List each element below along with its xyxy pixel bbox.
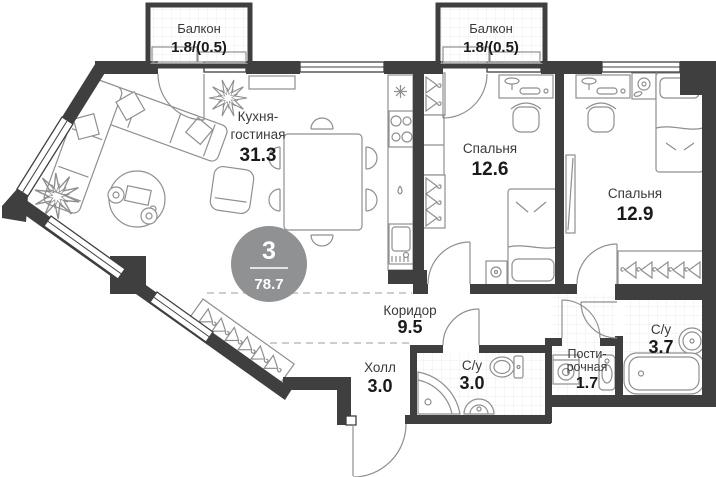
balcony-right	[435, 2, 548, 69]
bathroom-2-door	[580, 301, 618, 339]
nightstand	[485, 260, 508, 288]
bedroom-1-area: 12.6	[472, 159, 509, 180]
fridge-icon	[394, 85, 407, 98]
washing-machine-icon	[552, 354, 580, 385]
bathroom-1-door	[442, 308, 480, 346]
bathroom-2-label: С/у	[651, 322, 672, 337]
kitchen-living-label-2: гостиная	[231, 127, 286, 142]
bedroom-1-label: Спальня	[463, 141, 517, 156]
laundry-door	[561, 299, 601, 339]
bathroom-1-area: 3.0	[459, 373, 484, 393]
kitchen-living-label-1: Кухня-	[238, 109, 279, 124]
coffee-table	[107, 170, 166, 228]
area-badge: 3 78.7	[231, 226, 307, 302]
wardrobe	[617, 250, 707, 290]
desk	[575, 74, 631, 99]
armchair	[209, 165, 255, 215]
bathroom-sink-icon	[463, 398, 495, 415]
laundry-fixtures	[552, 354, 616, 391]
door-frame	[345, 415, 357, 426]
dishwasher-icon	[397, 185, 403, 195]
bedroom-1-door	[427, 241, 471, 285]
laundry-area: 1.7	[576, 375, 598, 392]
corridor-area: 9.5	[397, 317, 422, 337]
balcony-left-door	[157, 73, 205, 121]
mirror	[565, 154, 576, 234]
laundry-label-1: Пости-	[567, 347, 606, 361]
bedroom-2-door	[576, 243, 618, 285]
kitchen-sink-icon	[388, 223, 414, 265]
dining-table	[268, 117, 378, 247]
corridor-label: Коридор	[383, 303, 436, 318]
bathroom-2-area: 3.7	[648, 337, 673, 357]
kitchen-living-area: 31.3	[240, 145, 277, 166]
shower	[417, 371, 461, 415]
badge-total-area: 78.7	[254, 276, 283, 293]
bedroom-1-furniture	[419, 72, 559, 288]
balcony-right-label: Балкон	[469, 21, 513, 36]
laundry-label-2: рочная	[567, 360, 608, 374]
doors	[157, 73, 618, 477]
laundry-sink-icon	[598, 354, 616, 391]
labels: Балкон 1.8/(0.5) Балкон 1.8/(0.5) Кухня-…	[171, 21, 673, 396]
balcony-right-area: 1.8/(0.5)	[463, 39, 519, 56]
kitchen-counter	[248, 74, 414, 271]
entrance-door	[352, 423, 407, 477]
bathroom-1-fixtures	[417, 355, 524, 415]
bedroom-2-area: 12.9	[617, 204, 654, 225]
toilet-icon	[489, 355, 524, 379]
bathroom-1-label: С/у	[462, 358, 483, 373]
balcony-left-label: Балкон	[177, 21, 221, 36]
stove-icon	[388, 110, 414, 148]
bedroom-2-label: Спальня	[608, 186, 662, 201]
hall-area: 3.0	[367, 376, 392, 396]
balcony-left-area: 1.8/(0.5)	[171, 39, 227, 56]
balcony-right-door	[442, 73, 488, 119]
bathtub	[623, 352, 705, 395]
corridor-boundary-dashed	[207, 292, 412, 344]
nightstand	[631, 72, 657, 100]
desk	[498, 74, 554, 99]
badge-rooms-count: 3	[262, 237, 276, 265]
hall-label: Холл	[364, 360, 396, 375]
bed	[507, 188, 559, 288]
balcony-left	[145, 2, 253, 69]
